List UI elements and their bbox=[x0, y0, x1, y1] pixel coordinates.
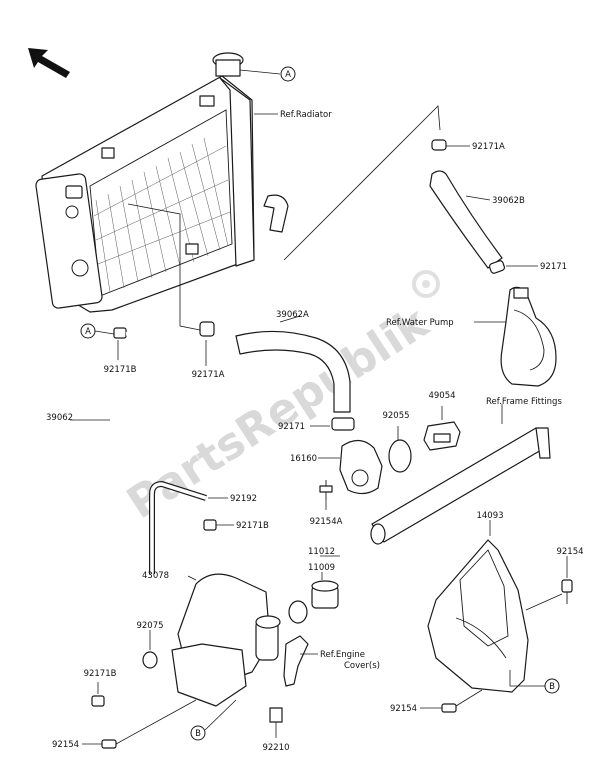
part-92192: 92192 bbox=[230, 494, 257, 504]
part-39062a: 39062A bbox=[276, 310, 309, 320]
part-92154-right: 92154 bbox=[556, 547, 583, 557]
frame-fitting-pipe bbox=[370, 427, 551, 545]
callout-b-right-label: B bbox=[549, 682, 555, 692]
hose-92192 bbox=[149, 480, 217, 574]
bolt-92154-right bbox=[561, 579, 573, 604]
callout-b-right bbox=[544, 678, 560, 694]
bracket bbox=[283, 635, 309, 687]
part-92171b-c: 92171B bbox=[84, 669, 117, 679]
part-92154a: 92154A bbox=[310, 517, 343, 527]
part-11009: 11009 bbox=[308, 563, 335, 573]
hose-39062a bbox=[199, 321, 351, 413]
clip-92210 bbox=[269, 707, 283, 723]
radiator bbox=[35, 52, 289, 313]
o-ring-92055 bbox=[388, 439, 412, 473]
part-14093: 14093 bbox=[476, 511, 503, 521]
part-92055: 92055 bbox=[382, 411, 409, 421]
hose-39062 bbox=[38, 331, 166, 706]
part-16160: 16160 bbox=[290, 454, 317, 464]
part-92171a-mid: 92171A bbox=[192, 370, 225, 380]
grommet-92075 bbox=[142, 651, 158, 669]
ref-water-pump-label: Ref.Water Pump bbox=[386, 318, 454, 328]
part-39062b: 39062B bbox=[492, 196, 525, 206]
tank-cap-11009 bbox=[311, 580, 339, 609]
gear-watermark-icon bbox=[412, 270, 440, 298]
part-92171b-a: 92171B bbox=[104, 365, 137, 375]
part-92075: 92075 bbox=[136, 621, 163, 631]
reserve-tank-43078 bbox=[171, 573, 281, 707]
callout-a-top bbox=[280, 66, 296, 82]
part-92210: 92210 bbox=[262, 743, 289, 753]
callout-b-left bbox=[190, 725, 206, 741]
part-39062: 39062 bbox=[46, 413, 73, 423]
part-43078: 43078 bbox=[142, 571, 169, 581]
part-92154-bottom-left: 92154 bbox=[52, 740, 79, 750]
part-11012: 11012 bbox=[308, 547, 335, 557]
callout-b-left-label: B bbox=[195, 729, 201, 739]
ref-frame-fittings-label: Ref.Frame Fittings bbox=[486, 397, 562, 407]
ring-92075-seal bbox=[288, 600, 308, 624]
part-92171a-top: 92171A bbox=[472, 142, 505, 152]
water-pump bbox=[500, 286, 557, 387]
cover-14093 bbox=[427, 539, 529, 693]
thermostat-housing bbox=[331, 417, 383, 495]
callout-a-left-label: A bbox=[85, 327, 91, 337]
callout-a-label: A bbox=[285, 70, 291, 80]
direction-arrow-icon bbox=[28, 48, 70, 78]
part-92171-mid: 92171 bbox=[278, 422, 305, 432]
thermostat-49054 bbox=[423, 421, 461, 451]
part-92171b-b: 92171B bbox=[236, 521, 269, 531]
ref-engine-label: Ref.Engine bbox=[320, 650, 365, 660]
part-92171-right: 92171 bbox=[540, 262, 567, 272]
part-92154-bottom-right: 92154 bbox=[390, 704, 417, 714]
hose-39062b bbox=[429, 139, 506, 274]
part-49054: 49054 bbox=[428, 391, 455, 401]
ref-radiator-label: Ref.Radiator bbox=[280, 110, 332, 120]
ref-cover-label: Cover(s) bbox=[344, 661, 380, 671]
